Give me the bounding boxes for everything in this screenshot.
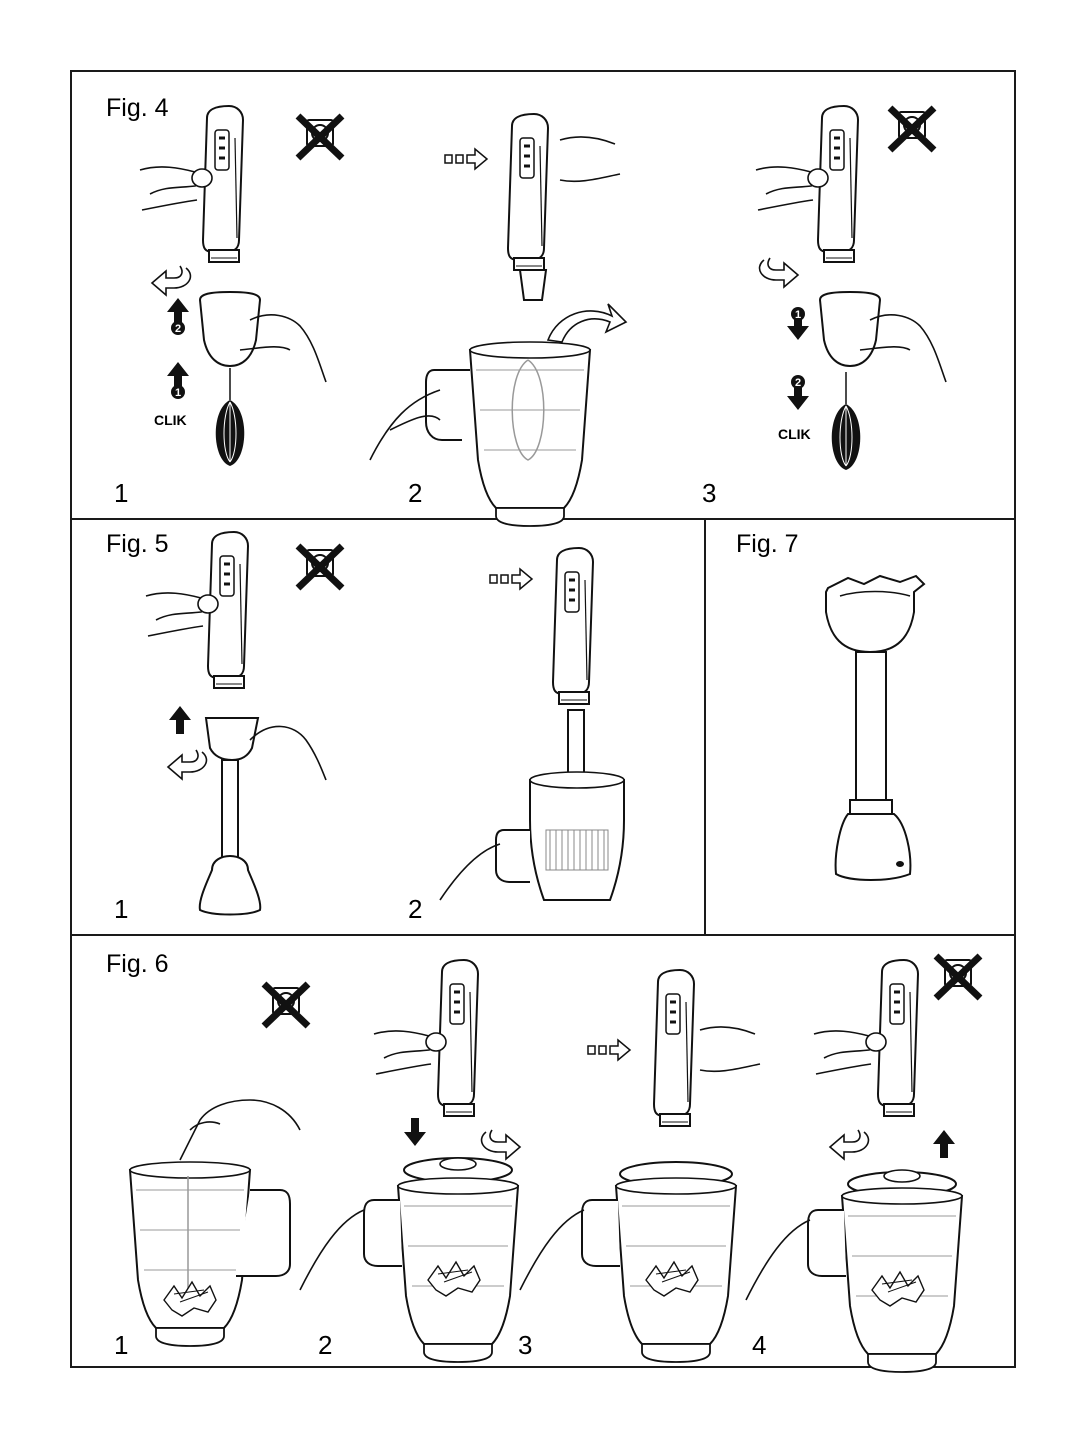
hand bbox=[139, 166, 213, 211]
fig4-title: Fig. 4 bbox=[106, 94, 169, 122]
step-badges: 2 1 1 2 bbox=[171, 307, 805, 399]
whisk bbox=[830, 371, 862, 471]
unplug-icon bbox=[936, 956, 980, 998]
badge-2: 2 bbox=[175, 323, 181, 335]
blender-jug bbox=[129, 1161, 251, 1347]
fig5-title: Fig. 5 bbox=[106, 530, 169, 558]
fig4-step-2: 2 bbox=[408, 478, 423, 508]
up-arrow-icon bbox=[933, 1130, 955, 1158]
fig5-step-2: 2 bbox=[408, 894, 423, 924]
hand-blender-motor bbox=[551, 546, 595, 706]
whisk bbox=[214, 367, 246, 467]
fig4-step-3: 3 bbox=[702, 478, 717, 508]
up-arrow-icon bbox=[169, 706, 191, 734]
divider-fig5-bottom bbox=[70, 934, 1016, 936]
hand-blender-motor bbox=[652, 968, 696, 1128]
fig7-title: Fig. 7 bbox=[736, 530, 799, 558]
fig6-step-3: 3 bbox=[518, 1330, 533, 1360]
unplug-icon bbox=[890, 108, 934, 150]
rotate-arrow-icon bbox=[167, 749, 208, 780]
mixing-beaker bbox=[469, 341, 591, 527]
badge-2: 2 bbox=[795, 377, 801, 389]
hand-blender-motor bbox=[506, 112, 550, 272]
chopper-bowl bbox=[530, 780, 624, 900]
fig7-illustrations bbox=[826, 576, 924, 880]
fig5-illustrations bbox=[145, 530, 624, 915]
press-button-arrow-icon bbox=[489, 568, 533, 590]
rotate-arrow-icon bbox=[480, 1129, 521, 1160]
unplug-icon bbox=[298, 546, 342, 588]
fig6-step-1: 1 bbox=[114, 1330, 129, 1360]
badge-1: 1 bbox=[795, 309, 801, 321]
clik-label: CLIK bbox=[154, 412, 187, 428]
hand bbox=[813, 1030, 887, 1075]
rotate-arrow-icon bbox=[758, 257, 799, 288]
blender-foot-attachment bbox=[826, 576, 924, 652]
hand bbox=[145, 592, 219, 637]
rotate-arrow-icon bbox=[151, 265, 192, 296]
page-frame bbox=[70, 70, 1016, 1368]
hand bbox=[373, 1030, 447, 1075]
badge-1: 1 bbox=[175, 387, 181, 399]
unplug-icon bbox=[264, 984, 308, 1026]
rotate-arrow-icon bbox=[548, 304, 626, 342]
press-button-arrow-icon bbox=[444, 148, 488, 170]
unplug-icon bbox=[298, 116, 342, 158]
divider-fig5-fig7 bbox=[704, 518, 706, 934]
fig6-step-4: 4 bbox=[752, 1330, 767, 1360]
fig4-illustrations bbox=[139, 104, 946, 527]
rotate-arrow-icon bbox=[829, 1129, 870, 1160]
fig6-illustrations bbox=[129, 956, 980, 1373]
down-arrow-icon bbox=[404, 1118, 426, 1146]
clik-label: CLIK bbox=[778, 426, 811, 442]
fig6-title: Fig. 6 bbox=[106, 950, 169, 978]
hand bbox=[755, 166, 829, 211]
fig6-step-2: 2 bbox=[318, 1330, 333, 1360]
press-button-arrow-icon bbox=[587, 1039, 631, 1061]
fig5-step-1: 1 bbox=[114, 894, 129, 924]
fig4-step-1: 1 bbox=[114, 478, 129, 508]
